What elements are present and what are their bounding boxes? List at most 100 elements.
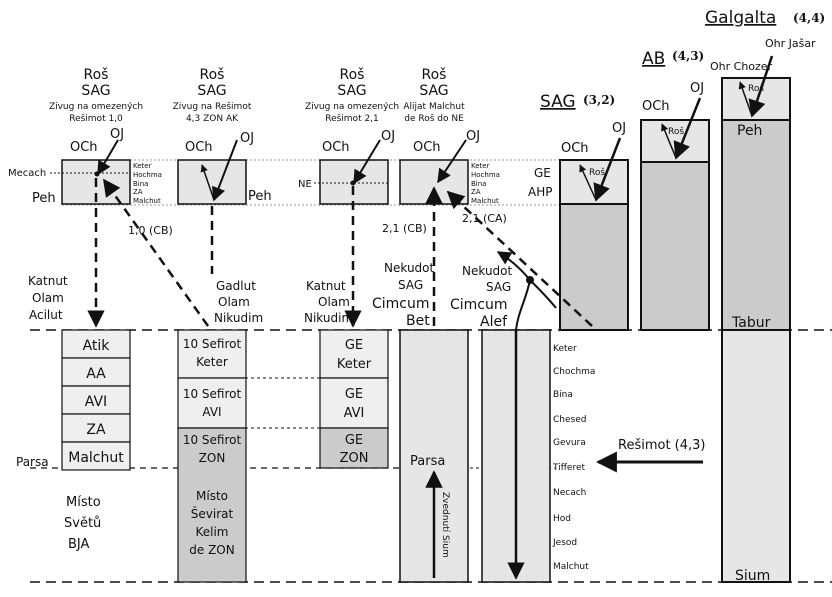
ab-och: OCh bbox=[642, 99, 670, 114]
col4-cimcum-0: Cimcum bbox=[372, 296, 430, 312]
sefirot-list: Keter Chochma Bina Chesed Gevura Tiffere… bbox=[552, 344, 595, 572]
col2-och: OCh bbox=[185, 140, 213, 155]
galgalta-number: (4,4) bbox=[793, 11, 825, 25]
ohr-chozer-label: Ohr Chozer bbox=[710, 60, 773, 73]
col1-oj-arrow bbox=[97, 139, 119, 176]
col1-katnut-1: Olam bbox=[32, 291, 64, 305]
mecach-label: Mecach bbox=[8, 168, 46, 179]
col2-oj-arrow bbox=[211, 139, 238, 202]
svg-text:ZA: ZA bbox=[471, 188, 481, 196]
col2-head bbox=[177, 159, 247, 205]
col3-sag: SAG bbox=[337, 83, 366, 99]
svg-text:Hochma: Hochma bbox=[471, 171, 500, 179]
col4-sag: SAG bbox=[419, 83, 448, 99]
sag-title: SAG bbox=[540, 92, 576, 112]
col2-gadlut-1: Olam bbox=[218, 295, 250, 309]
col2-misto-0: Místo bbox=[196, 489, 228, 503]
svg-text:Bina: Bina bbox=[471, 180, 486, 188]
col5-curve bbox=[515, 279, 531, 331]
galgalta-tabur: Tabur bbox=[731, 315, 771, 331]
sag-oj-arrow bbox=[593, 137, 622, 202]
col2-return-arrow bbox=[200, 164, 215, 201]
ne-label: NE bbox=[298, 179, 312, 190]
sefira-jesod: Jesod bbox=[552, 538, 577, 548]
sefira-bina: Bina bbox=[553, 390, 573, 400]
svg-text:Malchut: Malchut bbox=[471, 197, 499, 205]
ohr-jasar-label: Ohr Jašar bbox=[765, 37, 816, 50]
ge-label: GE bbox=[534, 166, 551, 180]
col4-parsa: Parsa bbox=[410, 454, 445, 469]
sag-body bbox=[559, 203, 629, 331]
galgalta-peh: Peh bbox=[737, 123, 762, 139]
col2-misto-1: Ševirat bbox=[191, 506, 234, 521]
col3-block2-l1: GE bbox=[345, 433, 363, 448]
col2-blocks: 10 Sefirot Keter 10 Sefirot AVI 10 Sefir… bbox=[177, 329, 247, 583]
col2-misto-3: de ZON bbox=[189, 543, 234, 557]
col5-nekudot-0: Nekudot bbox=[462, 264, 513, 278]
galgalta-sium: Sium bbox=[735, 568, 770, 584]
ab-title: AB bbox=[642, 49, 665, 69]
col1-part-atik: Atik bbox=[83, 338, 111, 354]
col2-block1-l1: 10 Sefirot bbox=[183, 387, 242, 401]
ab-oj-arrow bbox=[673, 97, 702, 160]
sefira-hod: Hod bbox=[553, 514, 571, 524]
col3-oj: OJ bbox=[381, 129, 395, 144]
col3-block1-l1: GE bbox=[345, 387, 363, 402]
col1-sefirot-small: Keter Hochma Bina ZA Malchut bbox=[133, 162, 162, 205]
sefira-tifferet: Tifferet bbox=[552, 463, 585, 473]
col3-desc2: Rešimot 2,1 bbox=[325, 113, 379, 124]
svg-text:Keter: Keter bbox=[133, 162, 152, 170]
col4-oj-arrow bbox=[437, 139, 467, 184]
col2-desc2: 4,3 ZON AK bbox=[186, 114, 239, 124]
col4-cimcum-1: Bet bbox=[406, 313, 430, 329]
ab-return-arrow bbox=[661, 123, 677, 159]
col3-block0-l2: Keter bbox=[337, 357, 372, 372]
col3-desc1: Zivug na omezených bbox=[305, 102, 399, 112]
galgalta-legs bbox=[721, 329, 791, 583]
col2-block2-l2: ZON bbox=[199, 451, 226, 465]
galgalta-ros: Roš bbox=[748, 83, 764, 94]
col2-oj: OJ bbox=[240, 131, 254, 146]
col2-block1-l2: AVI bbox=[202, 405, 221, 419]
svg-text:Malchut: Malchut bbox=[133, 197, 161, 205]
sefira-keter: Keter bbox=[553, 344, 577, 354]
col1-point bbox=[94, 171, 100, 177]
col3-och: OCh bbox=[322, 140, 350, 155]
col3-ros: Roš bbox=[340, 67, 365, 83]
col1-katnut-2: Acilut bbox=[29, 308, 63, 322]
col3-block1-l2: AVI bbox=[344, 406, 365, 421]
ab-body bbox=[640, 161, 710, 331]
col5-nekudot-1: SAG bbox=[486, 280, 511, 294]
ahp-label: AHP bbox=[528, 185, 552, 199]
col2-peh: Peh bbox=[248, 189, 272, 204]
col1-och: OCh bbox=[70, 140, 98, 155]
zvednuti-label: Zvednutí Sium bbox=[440, 492, 450, 558]
sefira-chochma: Chochma bbox=[553, 367, 595, 377]
col4-sefirot-small: Keter Hochma Bina ZA Malchut bbox=[471, 162, 500, 205]
ab-ros: Roš bbox=[668, 126, 684, 137]
ab-oj: OJ bbox=[690, 81, 704, 96]
col2-sag: SAG bbox=[197, 83, 226, 99]
resimot-label: Rešimot (4,3) bbox=[618, 438, 706, 453]
col2-block0-l1: 10 Sefirot bbox=[183, 337, 242, 351]
col4-nekudot-1: SAG bbox=[398, 278, 423, 292]
col4-desc2: de Roš do NE bbox=[404, 113, 464, 124]
col3-point bbox=[350, 180, 356, 186]
col1-desc1: Zivug na omezených bbox=[49, 102, 143, 112]
col1-misto-2: BJA bbox=[68, 537, 90, 552]
svg-text:Hochma: Hochma bbox=[133, 171, 162, 179]
galgalta-return-arrow bbox=[738, 81, 753, 117]
col3-katnut-0: Katnut bbox=[306, 279, 346, 293]
col1-parsa: Parsa bbox=[16, 455, 49, 469]
sefira-gevura: Gevura bbox=[553, 438, 586, 448]
col1-partzufim: Atik AA AVI ZA Malchut bbox=[61, 329, 131, 471]
svg-text:ZA: ZA bbox=[133, 188, 143, 196]
col1-misto-0: Místo bbox=[66, 495, 101, 510]
col2-block0-l2: Keter bbox=[196, 355, 228, 369]
col4-och: OCh bbox=[413, 140, 441, 155]
col3-block2-l2: ZON bbox=[340, 451, 369, 466]
col2-desc1: Zivug na Rešimot bbox=[173, 101, 252, 112]
col4-ros: Roš bbox=[422, 67, 447, 83]
col1-peh: Peh bbox=[32, 191, 56, 206]
